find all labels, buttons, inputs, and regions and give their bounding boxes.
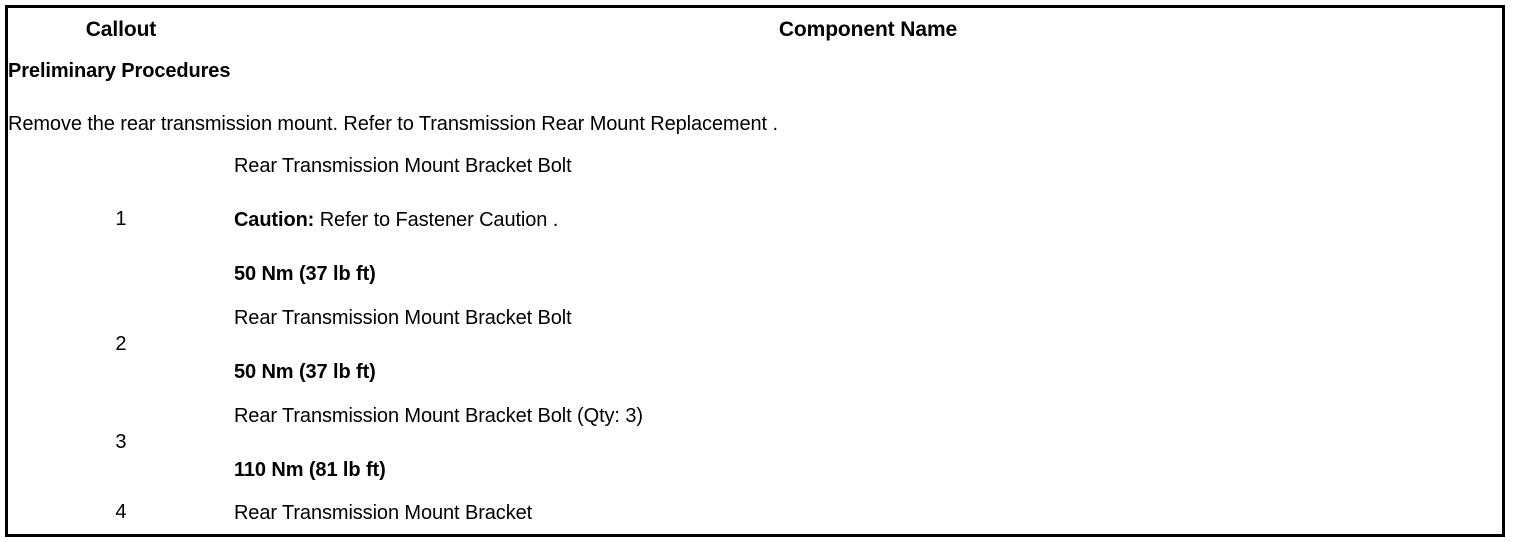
preliminary-procedures-text: Remove the rear transmission mount. Refe…	[8, 112, 778, 135]
callout-number: 3	[6, 393, 234, 492]
preliminary-procedures-cell: Preliminary Procedures Remove the rear t…	[6, 51, 1504, 144]
caution-label: Caution:	[233, 208, 315, 231]
component-name-cell: Rear Transmission Mount Bracket Bolt Cau…	[233, 143, 1504, 296]
callout-number: 2	[6, 295, 234, 394]
component-name-text: Rear Transmission Mount Bracket	[233, 501, 533, 524]
caution-note: Caution: Refer to Fastener Caution .	[234, 207, 1502, 233]
caution-text: Refer to Fastener Caution .	[314, 208, 559, 231]
table-row: 4 Rear Transmission Mount Bracket	[6, 491, 1504, 536]
torque-spec: 50 Nm (37 lb ft)	[233, 360, 376, 383]
component-name-text: Rear Transmission Mount Bracket Bolt (Qt…	[233, 404, 643, 427]
component-name-text: Rear Transmission Mount Bracket Bolt	[233, 154, 572, 177]
torque-spec: 50 Nm (37 lb ft)	[233, 262, 376, 285]
column-header-callout: Callout	[6, 6, 234, 51]
torque-spec: 110 Nm (81 lb ft)	[233, 458, 386, 481]
preliminary-procedures-title: Preliminary Procedures	[8, 59, 231, 82]
component-name-text: Rear Transmission Mount Bracket Bolt	[233, 306, 572, 329]
table-header-row: Callout Component Name	[6, 6, 1504, 51]
component-name-cell: Rear Transmission Mount Bracket Bolt 50 …	[233, 295, 1504, 394]
component-callout-table: Callout Component Name Preliminary Proce…	[5, 5, 1505, 537]
table-row: 3 Rear Transmission Mount Bracket Bolt (…	[6, 393, 1504, 492]
component-name-cell: Rear Transmission Mount Bracket	[233, 491, 1504, 536]
callout-number: 1	[6, 143, 234, 296]
table-row: 2 Rear Transmission Mount Bracket Bolt 5…	[6, 295, 1504, 394]
callout-number: 4	[6, 491, 234, 536]
component-name-cell: Rear Transmission Mount Bracket Bolt (Qt…	[233, 393, 1504, 492]
column-header-component-name: Component Name	[233, 6, 1504, 51]
table-row: 1 Rear Transmission Mount Bracket Bolt C…	[6, 143, 1504, 296]
preliminary-procedures-row: Preliminary Procedures Remove the rear t…	[6, 51, 1504, 144]
